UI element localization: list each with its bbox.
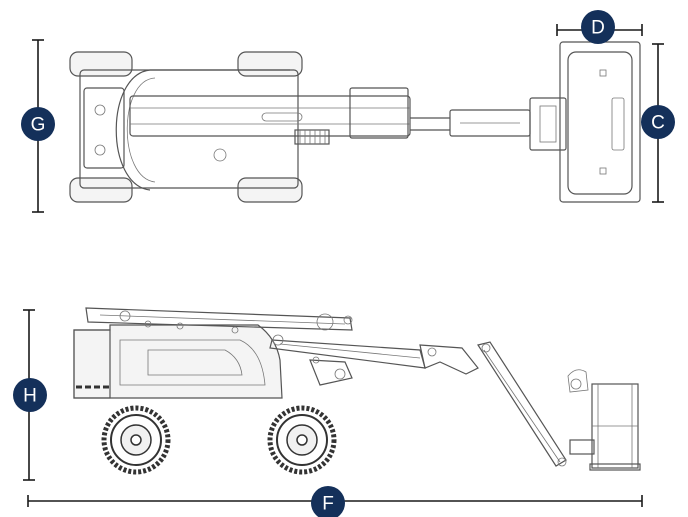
badge-g-label: G (31, 115, 46, 136)
top-platform (559, 41, 641, 203)
badge-h (13, 378, 47, 412)
dimension-d: D (556, 10, 643, 44)
dimension-h: H (13, 309, 47, 481)
top-lift-cylinder (294, 129, 330, 145)
side-platform (567, 369, 641, 471)
badge-c (641, 105, 675, 139)
top-wheel-front-left (69, 51, 133, 77)
dimension-c: C (641, 43, 675, 203)
top-main-boom (129, 95, 411, 137)
top-wheel-rear-right (237, 177, 303, 203)
side-main-boom (85, 307, 353, 331)
top-counterweight (83, 87, 125, 169)
top-turntable-arc (115, 69, 290, 191)
badge-g (21, 107, 55, 141)
side-wheel-rear (267, 405, 337, 475)
side-lift-arm (269, 339, 426, 369)
badge-h-label: H (23, 386, 37, 407)
top-wheel-rear-left (69, 177, 133, 203)
dimension-g: G (21, 39, 55, 213)
badge-c-label: C (651, 113, 665, 134)
badge-f (311, 486, 345, 517)
top-wheel-front-right (237, 51, 303, 77)
top-view (69, 41, 641, 203)
badge-d (581, 10, 615, 44)
badge-d-label: D (591, 18, 605, 39)
side-jib (477, 341, 567, 467)
side-view (73, 307, 641, 475)
badge-f-label: F (322, 494, 334, 515)
dimension-f: F (27, 486, 643, 517)
side-wheel-front (101, 405, 171, 475)
